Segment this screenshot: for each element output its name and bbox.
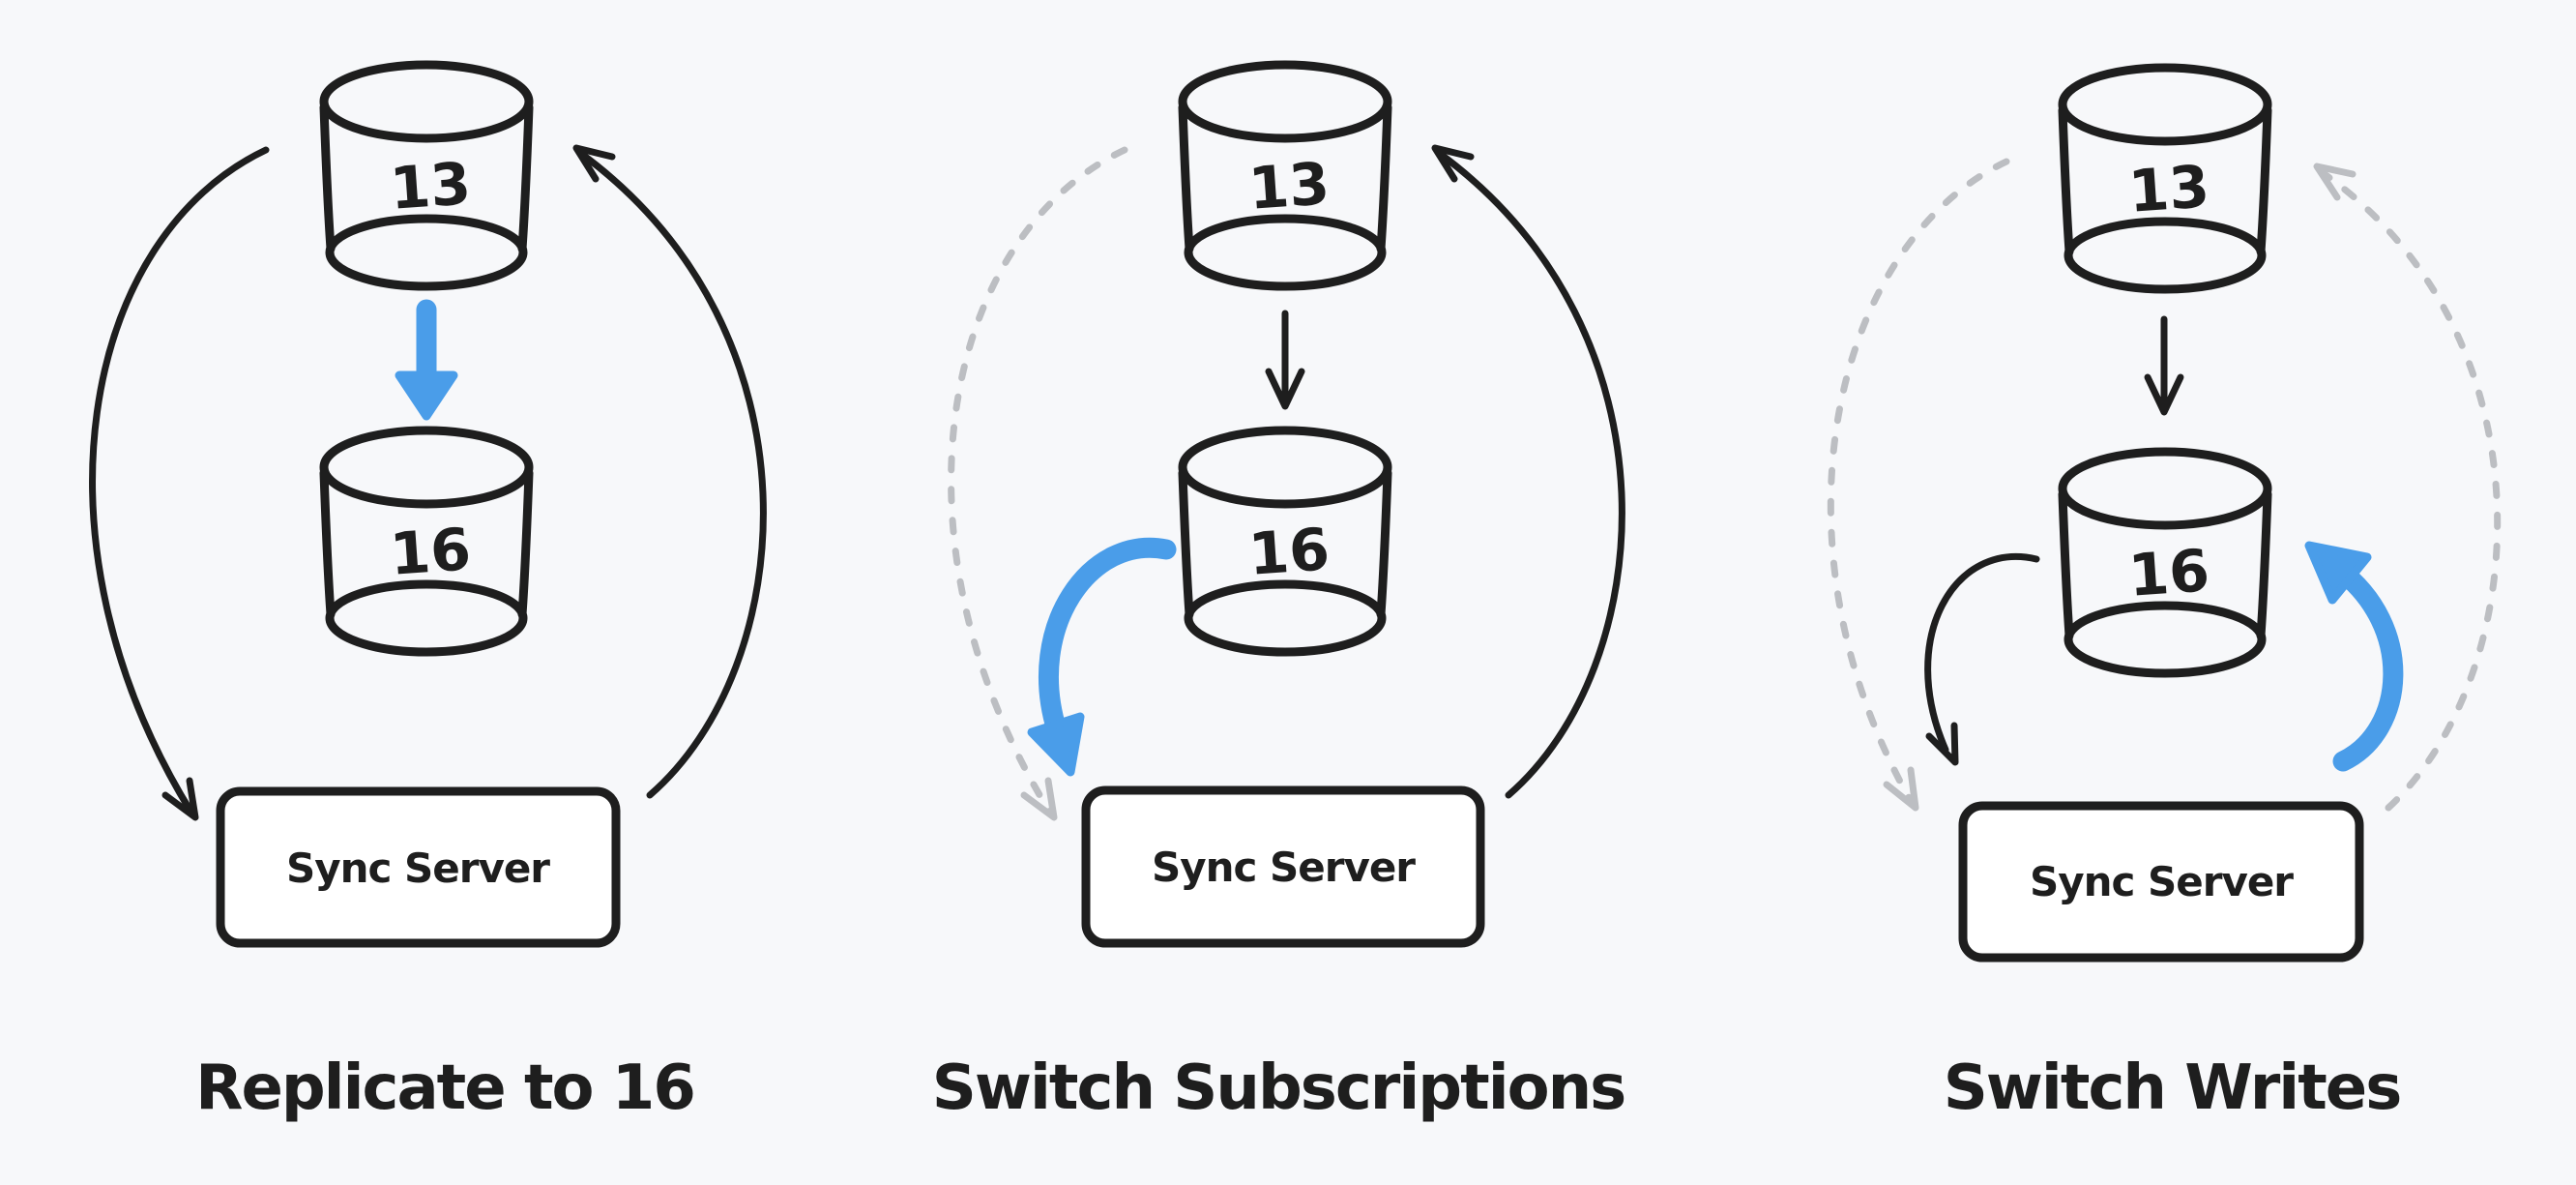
database-16: 16 [2058, 447, 2272, 678]
db-bottom-label: 16 [2126, 537, 2211, 610]
arrowhead [2313, 163, 2356, 201]
sync-server-label: Sync Server [286, 844, 550, 892]
arrowhead [572, 144, 616, 183]
sync-server-label: Sync Server [1152, 844, 1416, 891]
arrowhead [395, 370, 458, 421]
database-16: 16 [319, 426, 534, 657]
right-cycle-arrow [1431, 144, 1625, 799]
arrowhead [2304, 541, 2372, 605]
arrowhead [1027, 712, 1085, 777]
arrowhead [1020, 777, 1058, 821]
db16-to-server-arrow [1924, 553, 2040, 766]
panel-title: Replicate to 16 [195, 1052, 694, 1124]
database-13: 13 [2058, 63, 2272, 294]
subscription-arrow [1027, 537, 1177, 777]
panel-switch-writes: 13 16 Sync Server Switch Writes [1717, 0, 2576, 1185]
ghost-left-arrow [948, 146, 1128, 821]
db-bottom-label: 16 [1246, 516, 1332, 589]
arrowhead [1265, 368, 1305, 410]
arrowhead [1925, 722, 1959, 766]
panel-title: Switch Subscriptions [932, 1052, 1625, 1124]
database-13: 13 [1178, 60, 1392, 291]
db-top-label: 13 [388, 150, 473, 223]
db-top-label: 13 [1246, 150, 1332, 223]
database-13: 13 [319, 60, 534, 291]
arrowhead [1431, 144, 1475, 183]
panel-replicate: 13 16 Sync Server Replicate to 16 [0, 0, 859, 1185]
sync-server-box: Sync Server [1081, 785, 1485, 948]
arrowhead [2144, 373, 2184, 416]
left-cycle-arrow [89, 146, 270, 821]
panel-title: Switch Writes [1944, 1052, 2401, 1124]
sync-server-box: Sync Server [1958, 801, 2364, 963]
db-top-label: 13 [2126, 153, 2211, 226]
panel-switch-writes-diagram: 13 16 Sync Server Switch Writes [1827, 63, 2502, 1124]
arrowhead [1883, 766, 1919, 812]
replication-arrow [1265, 310, 1305, 410]
ghost-left-arrow [1827, 158, 2010, 812]
right-cycle-arrow [572, 144, 767, 799]
db-bottom-label: 16 [388, 516, 473, 589]
replication-arrow [395, 299, 458, 421]
panel-replicate-diagram: 13 16 Sync Server Replicate to 16 [89, 60, 767, 1124]
database-16: 16 [1178, 426, 1392, 657]
replication-arrow [2144, 315, 2184, 416]
panel-switch-subscriptions-diagram: 13 16 Sync Server Switch Subscriptions [932, 60, 1626, 1124]
ghost-right-arrow [2313, 163, 2502, 812]
sync-server-box: Sync Server [216, 786, 621, 948]
panel-switch-subscriptions: 13 16 Sync Server Switch Subscriptions [859, 0, 1717, 1185]
write-arrow [2304, 541, 2404, 772]
arrowhead [161, 777, 199, 821]
sync-server-label: Sync Server [2030, 858, 2294, 905]
